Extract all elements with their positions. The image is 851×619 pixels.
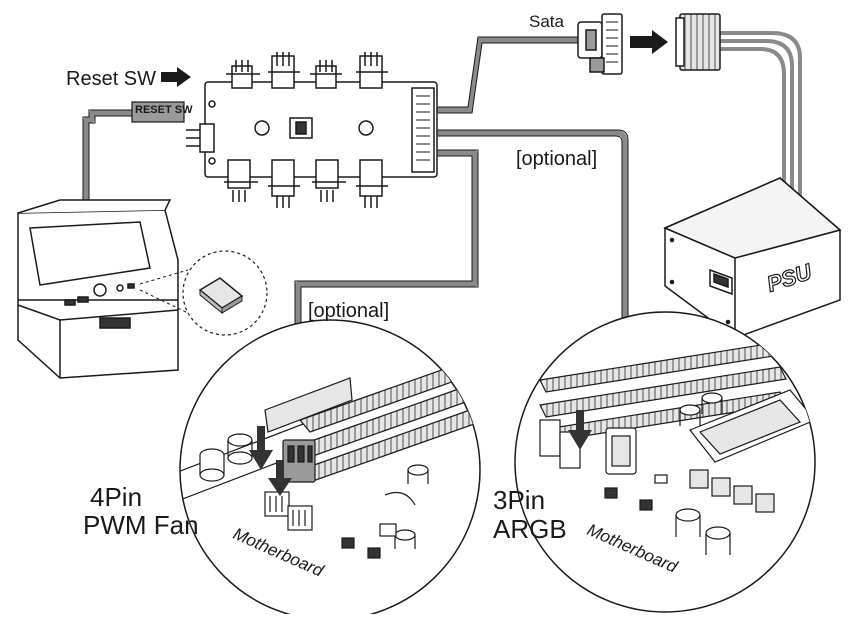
fan-hub-board <box>186 52 438 208</box>
psu-box <box>663 177 842 339</box>
fan-label-line1: 4Pin <box>90 482 143 512</box>
reset-button-callout <box>139 250 268 336</box>
motherboard-right <box>514 311 816 613</box>
argb-cable <box>435 130 628 428</box>
argb-label-line2: ARGB <box>493 514 567 544</box>
argb-label-line1: 3Pin <box>493 485 546 515</box>
psu-cable-c <box>718 47 786 210</box>
pc-case <box>17 199 179 379</box>
reset-switch-connector <box>131 101 185 123</box>
psu-cable-a <box>718 31 802 202</box>
sata-label: Sata <box>529 12 564 31</box>
psu-cable-b <box>718 39 794 206</box>
hub-top-headers <box>226 52 388 89</box>
motherboard-left <box>179 319 481 619</box>
hub-bottom-headers <box>224 159 388 208</box>
optional-label-top: [optional] <box>516 148 598 170</box>
arrow-right-icon <box>161 67 191 87</box>
reset-cable <box>83 110 135 215</box>
reset-sw-label: Reset SW <box>66 68 157 90</box>
reset-sw-tag: RESET SW <box>135 104 193 116</box>
arrow-right-icon <box>630 30 668 54</box>
cable-connector-icon <box>577 13 623 75</box>
psu-sata-plug <box>675 13 721 71</box>
optional-label-bottom: [optional] <box>308 300 390 322</box>
fan-label-line2: PWM Fan <box>83 510 199 540</box>
sata-cable <box>435 37 581 113</box>
